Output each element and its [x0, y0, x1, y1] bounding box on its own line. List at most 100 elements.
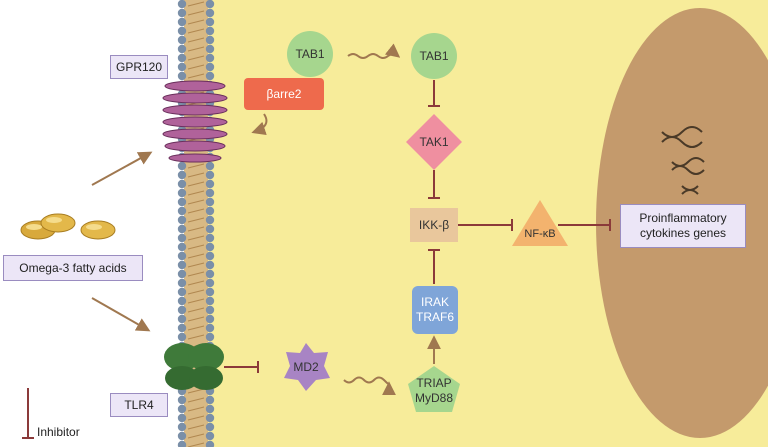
- membrane-head-inner: [205, 197, 215, 207]
- membrane-head-inner: [205, 260, 215, 270]
- membrane-tail-line: [187, 73, 205, 79]
- membrane-head-outer: [177, 161, 187, 171]
- membrane-head-inner: [205, 422, 215, 432]
- membrane-head-inner: [205, 44, 215, 54]
- membrane-head-inner: [205, 242, 215, 252]
- membrane-head-outer: [177, 224, 187, 234]
- membrane-head-outer: [177, 260, 187, 270]
- membrane-tail-line: [187, 271, 205, 277]
- wavy-arrow-md2-to-triap: [343, 376, 396, 396]
- gpr120-label: GPR120: [110, 55, 168, 79]
- membrane-head-outer: [177, 314, 187, 324]
- membrane-head-inner: [205, 8, 215, 18]
- inhibitor-tak1-ikk: [428, 170, 440, 199]
- membrane-head-inner: [205, 26, 215, 36]
- membrane-head-outer: [177, 233, 187, 243]
- barrestin-curved-arrow: [251, 113, 268, 136]
- membrane-head-outer: [177, 215, 187, 225]
- membrane-tail-line: [187, 433, 205, 439]
- membrane-tail-line: [187, 424, 205, 430]
- membrane-tail-line: [187, 10, 205, 16]
- membrane-head-inner: [205, 179, 215, 189]
- membrane-head-outer: [177, 323, 187, 333]
- membrane-head-outer: [177, 305, 187, 315]
- membrane-tail-line: [187, 298, 205, 304]
- membrane-head-inner: [205, 440, 215, 447]
- md2-node: [284, 343, 330, 391]
- inhibitor-ikk-nfkb: [458, 219, 513, 231]
- membrane-head-outer: [177, 170, 187, 180]
- membrane-head-outer: [177, 17, 187, 27]
- wavy-arrow-tab1-release: [347, 43, 401, 59]
- membrane-head-inner: [205, 413, 215, 423]
- genes-line-1: Proinflammatory: [639, 211, 727, 225]
- legend-inhibitor-symbol: [22, 388, 34, 439]
- membrane-head-inner: [205, 296, 215, 306]
- membrane-head-inner: [205, 62, 215, 72]
- membrane-head-inner: [205, 395, 215, 405]
- membrane-head-inner: [205, 35, 215, 45]
- omega3-capsules-icon: [20, 213, 116, 240]
- barrestin2-node: [244, 78, 324, 110]
- membrane-head-outer: [177, 431, 187, 441]
- tlr4-receptor: [164, 343, 224, 390]
- dna-icon: [661, 126, 705, 195]
- membrane-head-outer: [177, 71, 187, 81]
- inhibitor-tlr4-md2: [224, 361, 259, 373]
- membrane-head-outer: [177, 287, 187, 297]
- membrane-tail-line: [187, 28, 205, 34]
- membrane-head-inner: [205, 332, 215, 342]
- membrane-tail-line: [187, 19, 205, 25]
- membrane-head-outer: [177, 278, 187, 288]
- membrane-head-inner: [205, 278, 215, 288]
- membrane-tail-line: [187, 208, 205, 214]
- membrane-tail-line: [187, 289, 205, 295]
- membrane-tail-line: [187, 325, 205, 331]
- genes-line-2: cytokines genes: [639, 226, 727, 240]
- membrane-head-outer: [177, 206, 187, 216]
- legend-inhibitor-label: Inhibitor: [37, 425, 80, 439]
- membrane-head-outer: [177, 242, 187, 252]
- membrane-head-inner: [205, 233, 215, 243]
- membrane-head-outer: [177, 404, 187, 414]
- membrane-tail-line: [187, 280, 205, 286]
- membrane-head-inner: [205, 17, 215, 27]
- membrane-tail-line: [187, 442, 205, 447]
- membrane-head-outer: [177, 62, 187, 72]
- membrane-head-inner: [205, 161, 215, 171]
- membrane-tail-line: [187, 235, 205, 241]
- membrane-head-outer: [177, 188, 187, 198]
- membrane-head-inner: [205, 215, 215, 225]
- membrane-tail-line: [187, 226, 205, 232]
- membrane-tail-line: [187, 172, 205, 178]
- membrane-tail-line: [187, 415, 205, 421]
- membrane-head-outer: [177, 296, 187, 306]
- membrane-head-outer: [177, 35, 187, 45]
- membrane-tail-line: [187, 316, 205, 322]
- membrane-tail-line: [187, 64, 205, 70]
- membrane-head-inner: [205, 188, 215, 198]
- membrane-head-inner: [205, 404, 215, 414]
- membrane-tail-line: [187, 262, 205, 268]
- membrane-tail-line: [187, 244, 205, 250]
- membrane-tail-line: [187, 1, 205, 7]
- membrane-tail-line: [187, 217, 205, 223]
- membrane-tail-line: [187, 406, 205, 412]
- irak-traf6-node: [412, 286, 458, 334]
- tab1-free-node: [411, 33, 457, 79]
- membrane-head-inner: [205, 71, 215, 81]
- membrane-head-inner: [205, 0, 215, 9]
- omega3-label: Omega-3 fatty acids: [3, 255, 143, 281]
- membrane-tail-line: [187, 190, 205, 196]
- inhibitor-tab1-tak1: [428, 80, 440, 107]
- membrane-tail-line: [187, 37, 205, 43]
- inhibitor-nfkb-genes: [558, 219, 611, 231]
- membrane-head-inner: [205, 224, 215, 234]
- membrane-tail-line: [187, 199, 205, 205]
- membrane-head-outer: [177, 0, 187, 9]
- proinflammatory-genes-label: Proinflammatory cytokines genes: [620, 204, 746, 248]
- membrane-head-outer: [177, 413, 187, 423]
- membrane-tail-line: [187, 181, 205, 187]
- membrane-tail-line: [187, 334, 205, 340]
- membrane-head-outer: [177, 440, 187, 447]
